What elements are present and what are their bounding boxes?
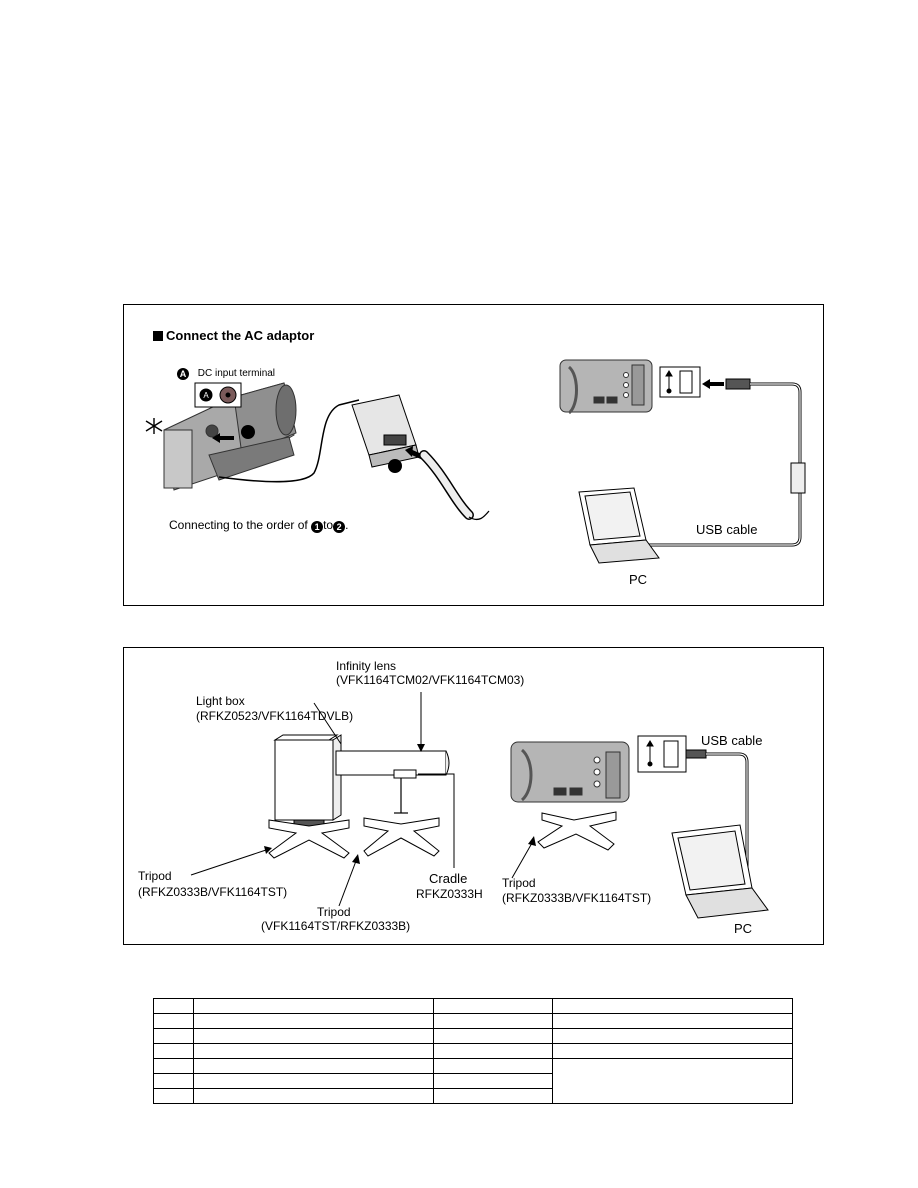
table-row [153,998,793,1014]
dc-input-inset: A [194,382,242,408]
camcorder-right-2-illustration [510,741,630,803]
laptop-illustration [578,487,660,564]
caption-suffix: . [345,518,349,532]
light-box-illustration [273,734,342,827]
test-setup-illustration [190,692,769,919]
tripod-right-label: Tripod [502,876,536,890]
svg-text:A: A [203,391,209,400]
light-box-label: Light box [196,694,245,708]
spark-icon [145,418,163,434]
bullet-square-icon [153,331,163,341]
cradle-label: Cradle [429,871,468,886]
ac-adaptor-heading-text: Connect the AC adaptor [166,328,315,343]
table-row [153,1088,793,1104]
cradle-model: RFKZ0333H [416,887,483,901]
table-row [153,1043,793,1059]
usb-port-inset-2 [637,735,687,773]
tripod-center-illustration [363,817,440,857]
laptop-2-illustration [671,824,769,919]
ac-adaptor-heading: Connect the AC adaptor [153,329,314,342]
dc-input-text: DC input terminal [197,368,276,379]
pc-label-1: PC [629,572,648,587]
tripod-right-models: (RFKZ0333B/VFK1164TST) [502,891,652,905]
table-row [153,1028,793,1044]
usb-port-inset [659,366,701,398]
pc-label-2: PC [734,921,753,936]
ac-adaptor-illustration: A [145,359,806,564]
caption-step-2: 2 [333,521,346,533]
tripod-left-models: (RFKZ0333B/VFK1164TST) [138,885,288,899]
camcorder-right-illustration [559,359,653,415]
caption-mid: to [323,518,334,532]
ac-adaptor-panel: Connect the AC adaptor A DC input termin… [123,304,824,606]
label-a-marker: A [177,368,189,380]
infinity-lens-models: (VFK1164TCM02/VFK1164TCM03) [336,673,525,687]
tripod-left-illustration [268,819,350,859]
table-row [153,1058,793,1104]
tripod-center-models: (VFK1164TST/RFKZ0333B) [261,919,411,933]
light-box-models: (RFKZ0523/VFK1164TDVLB) [196,709,354,723]
tripod-center-label: Tripod [317,905,351,919]
tripod-right-illustration [537,811,617,851]
test-setup-panel: Infinity lens (VFK1164TCM02/VFK1164TCM03… [123,647,824,945]
parts-table [153,998,793,1104]
dc-input-label: A DC input terminal [177,368,275,380]
infinity-lens-illustration [335,750,450,779]
step-1-marker [388,459,402,473]
tripod-left-label: Tripod [138,869,172,883]
usb-cable-label-1: USB cable [696,522,758,537]
ac-adaptor-illustration-box [351,394,420,468]
caption-prefix: Connecting to the order of [169,518,312,532]
usb-cable-label-2: USB cable [701,733,763,748]
caption-step-1: 1 [311,521,324,533]
table-row [153,1013,793,1029]
infinity-lens-label: Infinity lens [336,659,397,673]
step-2-marker [241,425,255,439]
